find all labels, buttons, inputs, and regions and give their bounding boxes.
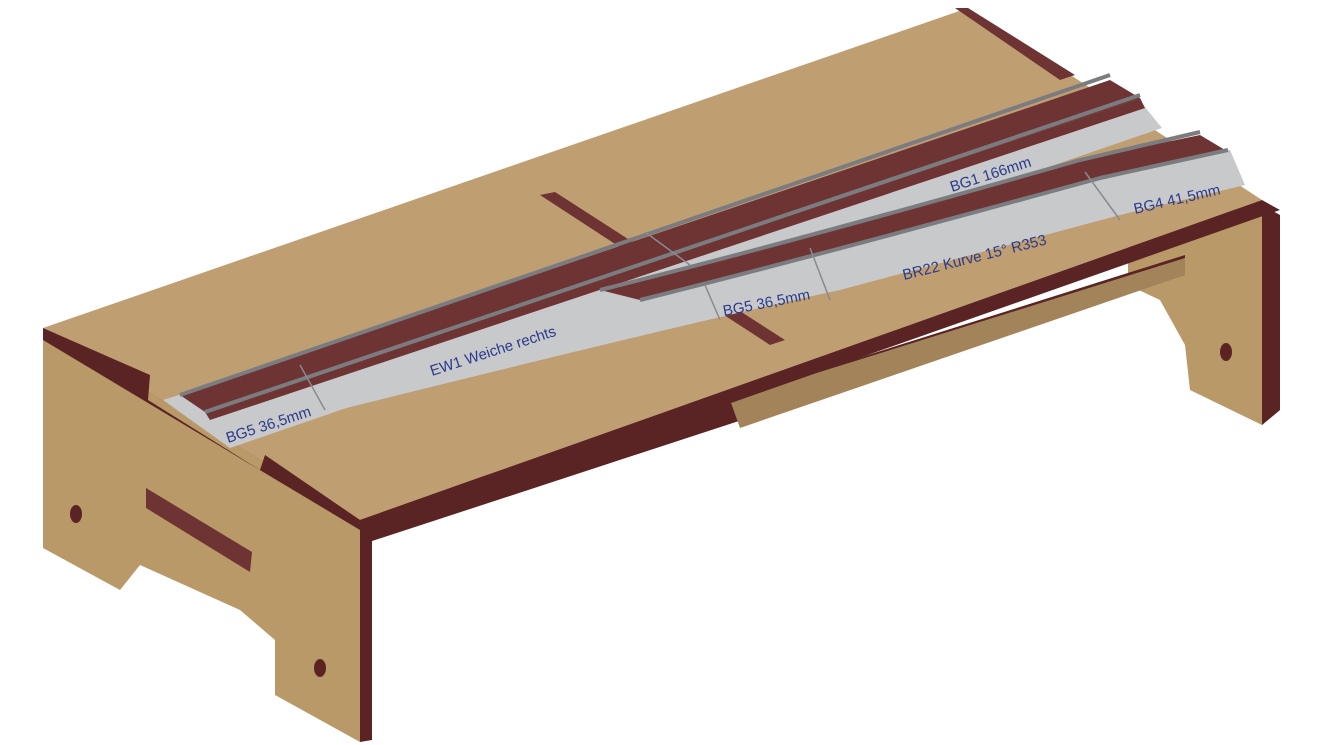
left-plate-hole-2 — [314, 659, 326, 677]
track-diverging — [320, 130, 1245, 412]
track-straight — [163, 73, 1162, 448]
segment-joints — [299, 171, 1121, 411]
right-leg — [1128, 205, 1280, 425]
left-end-plate — [43, 328, 372, 742]
left-plate-hole-1 — [70, 505, 82, 523]
underside — [730, 258, 1185, 428]
left-plate-slot — [146, 488, 252, 572]
right-leg-hole — [1220, 343, 1232, 361]
